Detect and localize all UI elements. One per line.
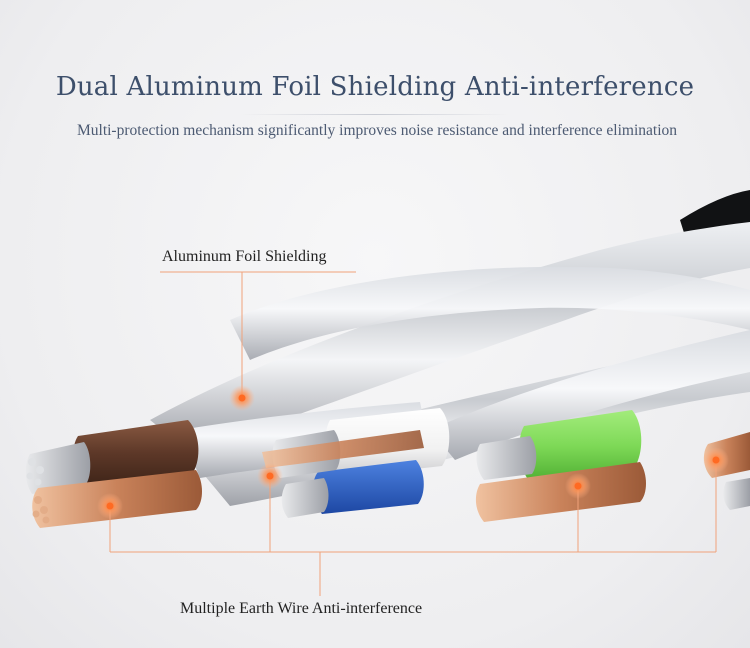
silver-conductor-4	[476, 436, 537, 480]
page-title: Dual Aluminum Foil Shielding Anti-interf…	[55, 72, 695, 102]
silver-conductor-3	[281, 478, 329, 518]
copper-strand-ends-1	[32, 496, 50, 524]
earth-wire-label: Multiple Earth Wire Anti-interference	[180, 600, 423, 617]
green-insulation	[519, 410, 642, 482]
silver-conductor	[25, 442, 91, 494]
callout-lines	[109, 271, 717, 596]
glowing-dot-icon	[97, 385, 729, 519]
brown-insulation	[73, 420, 199, 486]
foil-bundle-right	[430, 330, 750, 460]
silver-strand-ends	[26, 458, 44, 486]
copper-earth-wire-3	[475, 462, 646, 522]
copper-earth-wire-2	[262, 430, 424, 468]
page-subtitle: Multi-protection mechanism significantly…	[76, 122, 677, 139]
foil-bundle-mid	[230, 266, 750, 360]
silver-conductor-5	[723, 478, 750, 510]
title-divider	[240, 114, 510, 115]
foil-shielding-label: Aluminum Foil Shielding	[162, 248, 327, 265]
blue-insulation	[313, 460, 424, 514]
